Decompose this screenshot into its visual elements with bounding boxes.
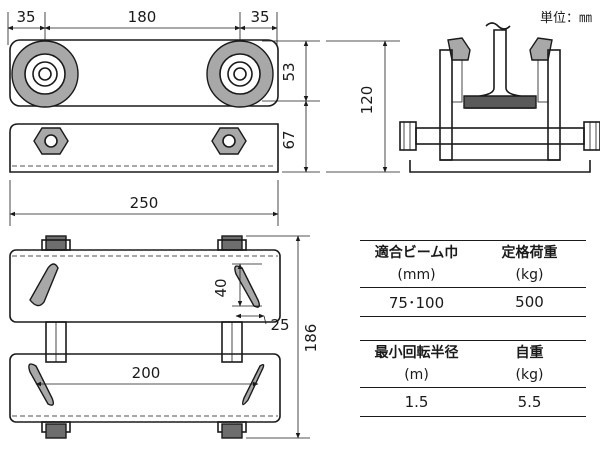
dim-top-left: 35 (16, 8, 35, 26)
unit-beam-width: (mm) (397, 267, 436, 283)
value-rated-load: 500 (515, 293, 544, 311)
unit-rated-load: (kg) (515, 267, 544, 283)
value-min-turn-radius: 1.5 (404, 393, 429, 411)
value-self-weight: 5.5 (517, 393, 542, 411)
right-wheel (206, 40, 274, 108)
dim-slot-length: 40 (212, 278, 230, 297)
dim-slot-width: 25 (270, 316, 289, 334)
dim-top-middle: 180 (128, 8, 157, 26)
dim-width: 250 (130, 194, 159, 212)
dim-upper-height: 53 (280, 62, 298, 81)
dim-side-height: 186 (302, 324, 320, 353)
left-hex-nut (33, 127, 69, 155)
dim-slot-spacing: 200 (132, 364, 161, 382)
header-rated-load: 定格荷重 (501, 245, 558, 261)
top-view (9, 235, 310, 439)
header-min-turn-radius: 最小回転半径 (374, 345, 459, 361)
left-wheel (11, 40, 79, 108)
front-view (7, 12, 400, 173)
dim-top-right: 35 (250, 8, 269, 26)
width-dimension (9, 180, 279, 226)
header-self-weight: 自重 (515, 345, 544, 361)
dim-lower-height: 67 (280, 130, 298, 149)
header-beam-width: 適合ビーム巾 (374, 245, 459, 261)
spec-table-2: 最小回転半径 自重 (m) (kg) 1.5 5.5 (360, 340, 586, 417)
right-hex-nut (211, 127, 247, 155)
unit-label: 単位：㎜ (540, 10, 592, 26)
unit-min-turn-radius: (m) (404, 367, 429, 383)
side-view (399, 22, 600, 173)
dim-total-height: 120 (358, 86, 376, 115)
value-beam-width: 75･100 (388, 293, 445, 312)
spec-table-1: 適合ビーム巾 定格荷重 (mm) (kg) 75･100 500 (360, 240, 586, 317)
unit-self-weight: (kg) (515, 367, 544, 383)
